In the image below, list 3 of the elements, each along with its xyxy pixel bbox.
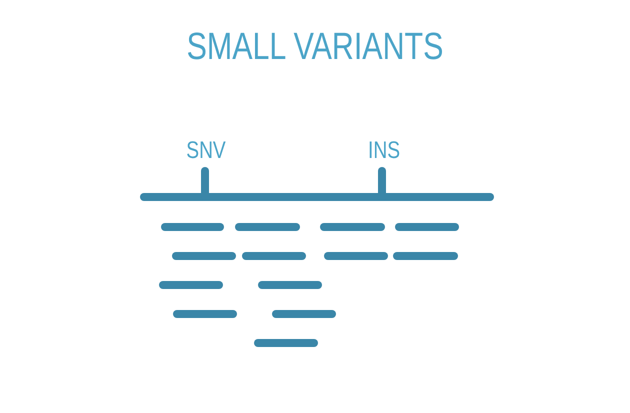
variant-label: SNV [186, 137, 226, 165]
variant-label: INS [368, 137, 400, 165]
title: SMALL VARIANTS [186, 26, 444, 69]
